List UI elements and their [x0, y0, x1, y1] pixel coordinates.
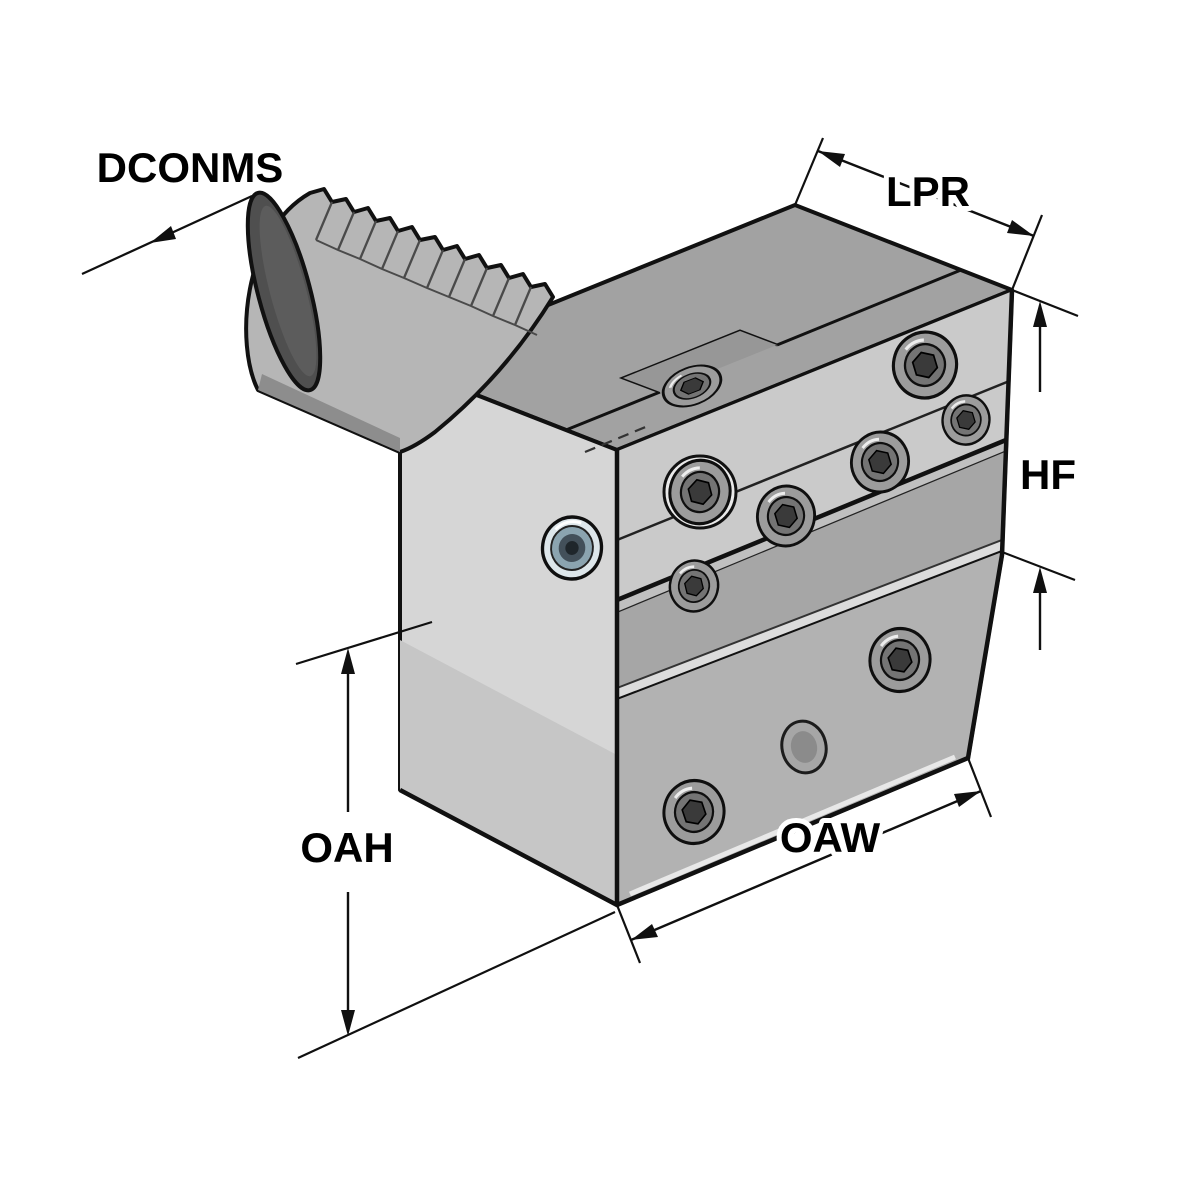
- dimension-label-oah: OAH: [300, 824, 393, 871]
- dimension-lpr: LPR: [793, 137, 1044, 291]
- arrowhead: [1033, 567, 1047, 593]
- dimension-hf: HF: [1001, 288, 1081, 650]
- dimension-label-hf: HF: [1020, 451, 1076, 498]
- top-face-notch: [623, 331, 777, 392]
- dimension-oaw: OAW: [615, 757, 993, 964]
- arrowhead: [631, 924, 658, 940]
- shank-body: [244, 187, 555, 454]
- arrowhead: [341, 1010, 355, 1036]
- arrowhead: [818, 151, 845, 167]
- dimension-label-dconms: DCONMS: [97, 144, 284, 191]
- shank-end-face-inner: [259, 205, 317, 377]
- bottom-edge-highlight: [629, 754, 956, 897]
- serrations: [314, 201, 538, 336]
- fasteners: [540, 324, 996, 850]
- arrowhead: [1007, 220, 1034, 236]
- plain-hole: [780, 719, 828, 775]
- shank-underside-shading: [258, 374, 400, 452]
- arrowhead: [341, 648, 355, 674]
- dimension-label-oaw: OAW: [780, 814, 881, 861]
- dimension-dconms: DCONMS: [81, 139, 288, 275]
- hidden-dash-line: [584, 424, 649, 454]
- front-face-shading: [400, 640, 617, 905]
- vdi-shank: [244, 187, 555, 454]
- dimension-oah: OAH: [295, 620, 616, 1059]
- arrowhead: [1033, 301, 1047, 327]
- arrowhead: [150, 226, 176, 243]
- dimension-label-lpr: LPR: [886, 168, 970, 215]
- coolant-bore: [540, 515, 604, 581]
- recess-band: [617, 452, 1005, 688]
- arrowhead: [954, 791, 981, 807]
